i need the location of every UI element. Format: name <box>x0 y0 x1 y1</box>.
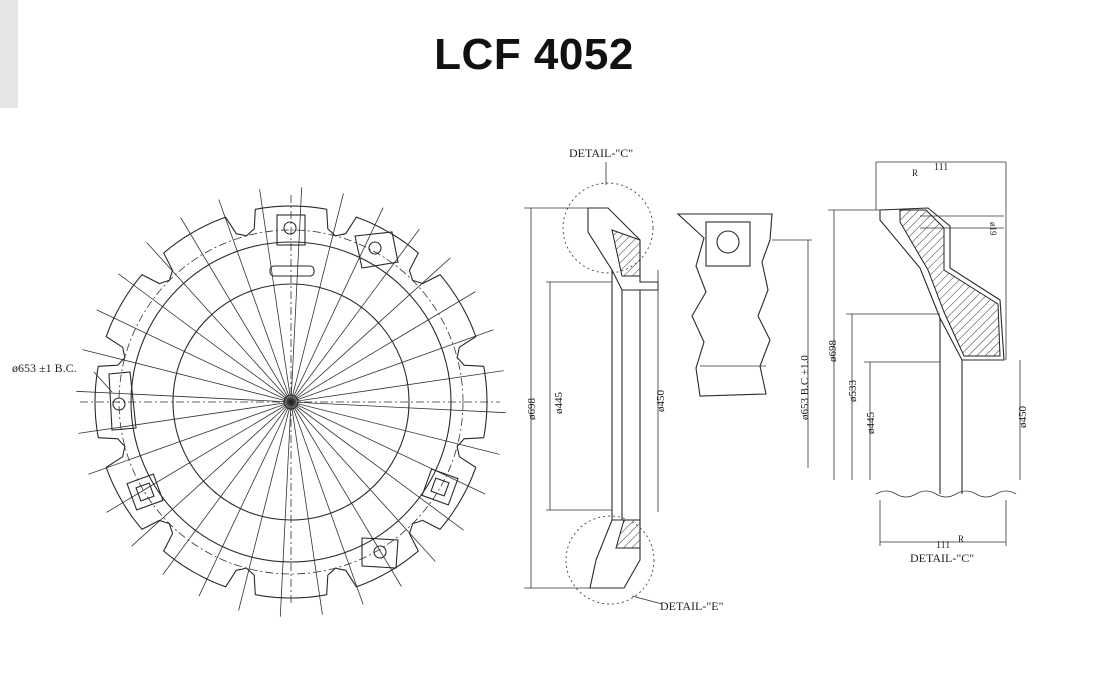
slot-top <box>269 265 315 277</box>
r-mark-bottom: R <box>958 534 964 544</box>
dim-653-bc: ø653 B.C ±1.0 <box>799 355 811 420</box>
flange-bottom-hatch <box>615 519 641 549</box>
dim-533: ø533 <box>847 380 859 403</box>
radial-line <box>290 401 402 587</box>
dim-445-right: ø445 <box>865 412 877 435</box>
radial-line <box>259 189 292 403</box>
dim-19: ø19 <box>988 222 998 236</box>
center-point <box>289 400 293 404</box>
radial-line <box>106 401 292 513</box>
radial-line <box>290 401 436 562</box>
flange-top-hatch <box>611 229 641 277</box>
detail-c-label-bottom: DETAIL-"C" <box>910 551 974 565</box>
radial-line <box>88 401 292 475</box>
radial-line <box>279 401 292 617</box>
bolt-lug-right <box>421 468 459 506</box>
break-line <box>875 490 1017 498</box>
radial-line <box>131 401 292 547</box>
r-mark-top: R <box>912 168 918 178</box>
dim-111-top: 111 <box>934 162 948 173</box>
radial-line <box>78 401 292 434</box>
radial-line <box>82 349 292 403</box>
dim-698-mid: ø698 <box>526 398 538 421</box>
radial-line <box>290 291 476 403</box>
detail-c-label-top: DETAIL-"C" <box>569 146 633 160</box>
radial-line <box>290 329 494 403</box>
dim-450-mid: ø450 <box>655 390 667 413</box>
detail-c-hatch <box>899 209 1001 357</box>
center-hub <box>283 394 299 410</box>
radial-line <box>198 401 292 597</box>
radial-line <box>96 309 292 403</box>
radial-line <box>76 390 292 403</box>
radial-line <box>218 199 292 403</box>
bolt-lug-bottom-left <box>126 473 164 511</box>
radial-line <box>290 229 420 403</box>
radial-line <box>290 370 504 403</box>
radial-line <box>290 401 464 531</box>
bolt-circle-label: ø653 ±1 B.C. <box>12 361 77 375</box>
bolt-lug-top <box>276 214 306 246</box>
page-title: LCF 4052 <box>434 30 634 79</box>
detail-c-circle <box>562 182 654 274</box>
dim-450-right: ø450 <box>1017 406 1029 429</box>
radial-lines <box>76 187 506 617</box>
radial-line <box>290 207 384 403</box>
detail-e-circle <box>565 515 655 605</box>
detail-c-view: 111 R ø19 ø698 ø533 ø445 ø450 111 R DETA… <box>827 161 1029 565</box>
radial-line <box>146 242 292 403</box>
bolt-lug-top-right <box>354 231 399 269</box>
radial-line <box>290 401 364 605</box>
radial-line <box>290 401 500 455</box>
bolt-lug-bottom-right <box>361 537 399 569</box>
radial-line <box>238 401 292 611</box>
detail-c-profile <box>879 207 1005 361</box>
radial-line <box>162 401 292 575</box>
radial-line <box>290 401 323 615</box>
radial-line <box>290 193 344 403</box>
dim-111-bottom: 111 <box>936 540 950 551</box>
radial-line <box>290 187 303 403</box>
radial-line <box>290 401 506 414</box>
radial-line <box>290 401 486 495</box>
dim-698-right: ø698 <box>827 340 839 363</box>
detail-e-label: DETAIL-"E" <box>660 599 724 613</box>
broken-detail-fragment: ø653 B.C ±1.0 <box>676 213 812 468</box>
radial-line <box>290 257 451 403</box>
radial-line <box>180 217 292 403</box>
plan-view: ø653 ±1 B.C. <box>12 187 506 617</box>
section-view: DETAIL-"C" DETAIL-"E" ø698 ø445 ø450 <box>524 146 724 613</box>
corner-strip <box>0 0 18 108</box>
dim-445-mid: ø445 <box>553 392 565 415</box>
radial-line <box>118 273 292 403</box>
bolt-lug-left <box>108 371 137 431</box>
